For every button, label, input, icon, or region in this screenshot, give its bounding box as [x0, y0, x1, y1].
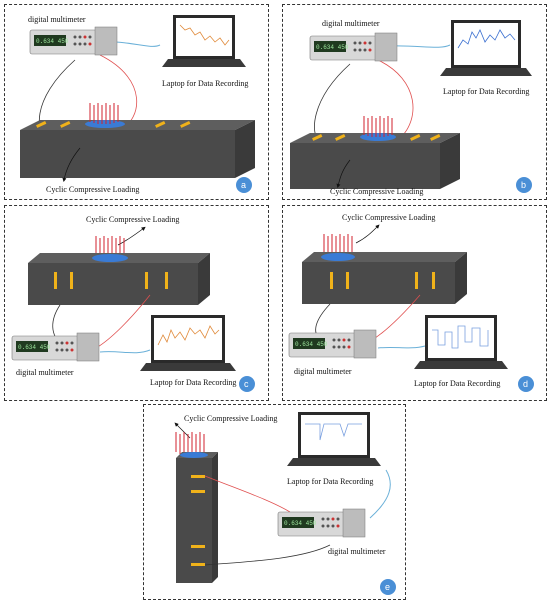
load-arrows	[363, 116, 393, 137]
laptop-label: Laptop for Data Recording	[162, 79, 248, 88]
multimeter: 0.634 450	[277, 508, 366, 538]
multimeter-label: digital multimeter	[322, 19, 380, 28]
usb-cable	[369, 469, 391, 519]
data-plot-line	[179, 24, 230, 46]
panel-badge-label: a	[241, 180, 246, 190]
panel-b-content: 0.634 450 digital multimeter Laptop for …	[290, 19, 532, 196]
panel-badge	[518, 376, 534, 392]
multimeter-display: 0.634 450	[295, 341, 328, 348]
panel-badge	[239, 376, 255, 392]
loading-pointer-arrow	[355, 224, 380, 244]
panel-d	[282, 205, 547, 401]
multimeter-label: digital multimeter	[328, 547, 386, 556]
concrete-column	[176, 452, 218, 583]
laptop	[162, 15, 246, 67]
red-lead-wire	[377, 59, 414, 139]
red-lead-wire	[204, 475, 291, 513]
load-arrows	[89, 103, 119, 124]
data-plot-line	[432, 325, 489, 349]
multimeter-label: digital multimeter	[28, 15, 86, 24]
laptop	[440, 20, 532, 76]
panel-a	[4, 4, 269, 200]
loading-label: Cyclic Compressive Loading	[342, 213, 435, 222]
data-plot-line	[305, 423, 362, 441]
panel-c	[4, 205, 269, 401]
panel-badge-label: d	[523, 379, 528, 389]
usb-cable	[377, 345, 426, 349]
multimeter: 0.634 450	[29, 26, 118, 56]
data-plot-line	[157, 325, 220, 346]
multimeter-label: digital multimeter	[16, 368, 74, 377]
multimeter: 0.634 450	[288, 329, 377, 359]
multimeter: 0.634 450	[11, 332, 100, 362]
panel-b	[282, 4, 547, 200]
panel-c-content: Cyclic Compressive Loading 0.634 450	[11, 215, 255, 392]
loading-pointer-arrow	[62, 147, 81, 183]
loading-pointer-arrow	[117, 226, 146, 246]
laptop	[140, 315, 236, 371]
loading-label: Cyclic Compressive Loading	[184, 414, 277, 423]
panel-badge	[236, 177, 252, 193]
laptop	[287, 412, 381, 466]
multimeter-display: 0.634 450	[316, 44, 349, 51]
laptop-label: Laptop for Data Recording	[443, 87, 529, 96]
red-lead-wire	[95, 294, 151, 349]
usb-cable	[389, 44, 451, 48]
black-lead-wire	[314, 63, 351, 143]
multimeter: 0.634 450	[309, 32, 398, 62]
laptop-label: Laptop for Data Recording	[287, 477, 373, 486]
panel-badge-label: e	[385, 582, 390, 592]
concrete-beam	[290, 133, 460, 189]
panel-e-content: Cyclic Compressive Loading Laptop	[174, 412, 396, 595]
loading-label: Cyclic Compressive Loading	[86, 215, 179, 224]
multimeter-label: digital multimeter	[294, 367, 352, 376]
loading-label: Cyclic Compressive Loading	[330, 187, 423, 196]
data-plot-line	[457, 29, 516, 49]
laptop-label: Laptop for Data Recording	[150, 378, 236, 387]
concrete-beam	[20, 120, 255, 178]
loading-pointer-arrow	[336, 159, 351, 189]
laptop	[414, 315, 508, 369]
concrete-beam	[302, 252, 467, 304]
multimeter-display: 0.634 450	[284, 520, 317, 527]
multimeter-display: 0.634 450	[18, 344, 51, 351]
panel-d-content: Cyclic Compressive Loading 0.634 450	[288, 213, 534, 392]
black-lead-wire	[204, 544, 331, 566]
multimeter-display: 0.634 450	[36, 38, 69, 45]
panel-badge-label: c	[244, 379, 249, 389]
panel-badge-label: b	[521, 180, 526, 190]
panel-badge	[516, 177, 532, 193]
panel-a-content: 0.634 450 digital multimeter Laptop for …	[20, 15, 255, 194]
loading-label: Cyclic Compressive Loading	[46, 185, 139, 194]
load-arrows	[175, 432, 205, 455]
concrete-beam	[28, 253, 210, 305]
panel-e	[143, 404, 406, 600]
usb-cable	[99, 349, 151, 354]
laptop-label: Laptop for Data Recording	[414, 379, 500, 388]
loading-pointer-arrow	[174, 422, 191, 439]
panel-badge	[380, 579, 396, 595]
